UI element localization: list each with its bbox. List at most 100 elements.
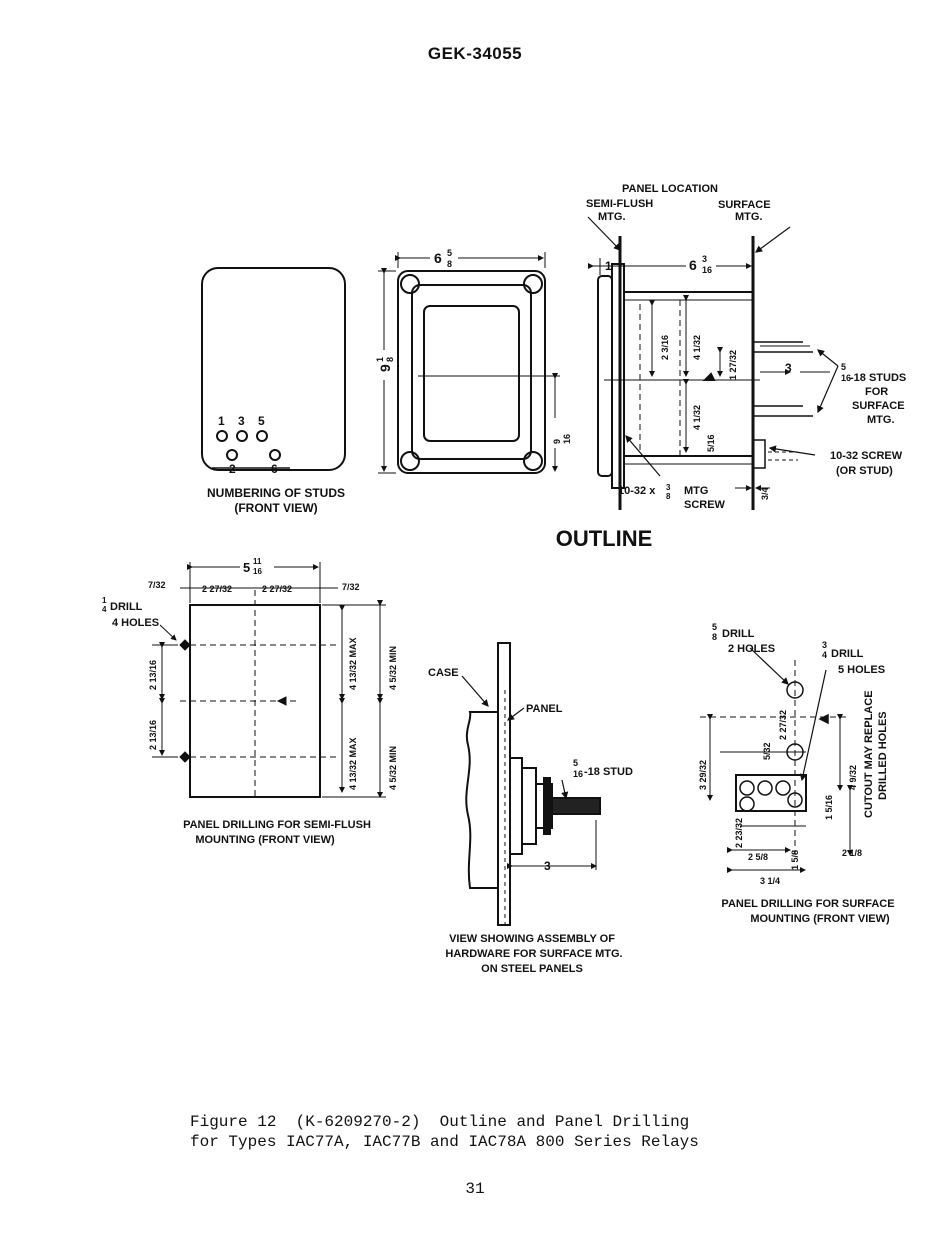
outline-width-num: 5 (447, 248, 452, 258)
side-view (587, 216, 839, 510)
case-label: CASE (428, 667, 459, 679)
page-number: 31 (465, 1180, 485, 1198)
assembly-caption-3: ON STEEL PANELS (481, 963, 583, 975)
surface-dim-8: 3 1/4 (760, 876, 780, 886)
cutout-note-2: DRILLED HOLES (877, 711, 889, 800)
surface-dim-4: 4 9/32 (848, 765, 858, 790)
side-depth-den: 16 (702, 265, 712, 275)
mtg-screw-2: MTG (684, 485, 708, 497)
drill2-holes: 5 HOLES (838, 664, 885, 676)
assembly-view (461, 642, 601, 926)
stud-num-2: 2 (229, 462, 236, 476)
figure-caption: Figure 12 (K-6209270-2) Outline and Pane… (190, 1112, 699, 1152)
drill2-label: DRILL (831, 648, 864, 660)
stud-hole-3 (236, 430, 248, 442)
panel-label: PANEL (526, 703, 563, 715)
stud-note-2: FOR (865, 386, 888, 398)
semi-dim-3: 2 27/32 (262, 584, 292, 594)
outline-width-whole: 6 (434, 250, 442, 266)
surface-dim-6: 2 23/32 (734, 818, 744, 848)
surface-mtg-label: MTG. (735, 211, 763, 223)
surface-dim-2: 5/32 (762, 742, 772, 760)
side-dim-d: 4 1/32 (692, 405, 702, 430)
assembly-stud-label: -18 STUD (584, 766, 633, 778)
semi-dim-8: 4 5/32 MIN (388, 646, 398, 690)
stud-num-1: 1 (218, 414, 225, 428)
outline-width-den: 8 (447, 259, 452, 269)
mtg-screw-1: 10-32 x (618, 485, 656, 497)
semi-flush-mtg-label: MTG. (598, 211, 626, 223)
semi-dim-10: 4 5/32 MIN (388, 746, 398, 790)
semi-flush-drilling-view (152, 562, 386, 800)
outline-title: OUTLINE (556, 526, 653, 551)
outline-height-num: 1 (375, 357, 385, 362)
side-dim-c: 1 27/32 (728, 350, 738, 380)
semi-dim-6: 2 13/16 (148, 720, 158, 750)
document-number: GEK-34055 (427, 44, 523, 63)
semi-width-num: 11 (253, 557, 262, 566)
semi-drill-label: DRILL (110, 601, 143, 613)
stud-num-5: 5 (258, 414, 265, 428)
front-view (201, 267, 346, 471)
semi-dim-5: 2 13/16 (148, 660, 158, 690)
screw-note-2: (OR STUD) (836, 465, 893, 477)
drill2-num: 3 (822, 640, 827, 650)
front-view-caption-1: NUMBERING OF STUDS (207, 486, 345, 500)
semi-drill-num: 1 (102, 596, 107, 605)
drill1-num: 5 (712, 622, 717, 632)
stud-num-3: 3 (238, 414, 245, 428)
side-dim-a: 2 3/16 (660, 335, 670, 360)
side-flange-whole: 1 (605, 259, 612, 273)
side-dim-f: 3/4 (760, 487, 770, 500)
surface-dim-10: 2 1/8 (842, 848, 862, 858)
corner-hole-bl (400, 451, 420, 471)
side-dim-three: 3 (785, 361, 792, 375)
side-depth-whole: 6 (689, 257, 697, 273)
assembly-caption-1: VIEW SHOWING ASSEMBLY OF (449, 933, 615, 945)
semi-dim-4: 7/32 (342, 582, 360, 592)
drill2-den: 4 (822, 650, 827, 660)
corner-hole-tl (400, 274, 420, 294)
figure-caption-line2: for Types IAC77A, IAC77B and IAC78A 800 … (190, 1133, 699, 1151)
front-view-caption-2: (FRONT VIEW) (234, 501, 317, 515)
corner-hole-br (523, 451, 543, 471)
figure-caption-line1: Figure 12 (K-6209270-2) Outline and Pane… (190, 1113, 690, 1131)
stud-note-4: MTG. (867, 414, 895, 426)
stud-fraction-den: 16 (841, 373, 851, 383)
stud-hole-1 (216, 430, 228, 442)
mtg-screw-den: 8 (666, 492, 671, 501)
stud-note-3: SURFACE (852, 400, 905, 412)
drill1-den: 8 (712, 632, 717, 642)
corner-hole-tr (523, 274, 543, 294)
mtg-screw-3: SCREW (684, 499, 726, 511)
semi-width-whole: 5 (243, 560, 250, 575)
panel-location-label: PANEL LOCATION (622, 183, 718, 195)
side-dim-b: 4 1/32 (692, 335, 702, 360)
surface-dim-3: 3 29/32 (698, 760, 708, 790)
semi-dim-1: 7/32 (148, 580, 166, 590)
assembly-caption-2: HARDWARE FOR SURFACE MTG. (445, 948, 622, 960)
semi-flush-label: SEMI-FLUSH (586, 198, 653, 210)
surface-dim-5: 1 5/16 (824, 795, 834, 820)
surface-dim-7: 2 5/8 (748, 852, 768, 862)
semi-dim-2: 2 27/32 (202, 584, 232, 594)
stud-note-1: -18 STUDS (850, 372, 906, 384)
side-depth-num: 3 (702, 254, 707, 264)
outline-offset-num: 9 (552, 439, 562, 444)
semi-caption-2: MOUNTING (FRONT VIEW) (195, 834, 335, 846)
semi-width-den: 16 (253, 567, 262, 576)
screw-note-1: 10-32 SCREW (830, 450, 903, 462)
surface-label: SURFACE (718, 199, 771, 211)
stud-hole-6 (269, 449, 281, 461)
stud-fraction-num: 5 (841, 362, 846, 372)
outline-offset-den: 16 (562, 434, 572, 444)
drill1-label: DRILL (722, 628, 755, 640)
assembly-dim-three: 3 (544, 859, 551, 873)
semi-caption-1: PANEL DRILLING FOR SEMI-FLUSH (183, 819, 371, 831)
surface-dim-1: 2 27/32 (778, 710, 788, 740)
stud-hole-5 (256, 430, 268, 442)
stud-hole-2 (226, 449, 238, 461)
surface-caption-2: MOUNTING (FRONT VIEW) (750, 913, 890, 925)
semi-holes-label: 4 HOLES (112, 617, 159, 629)
